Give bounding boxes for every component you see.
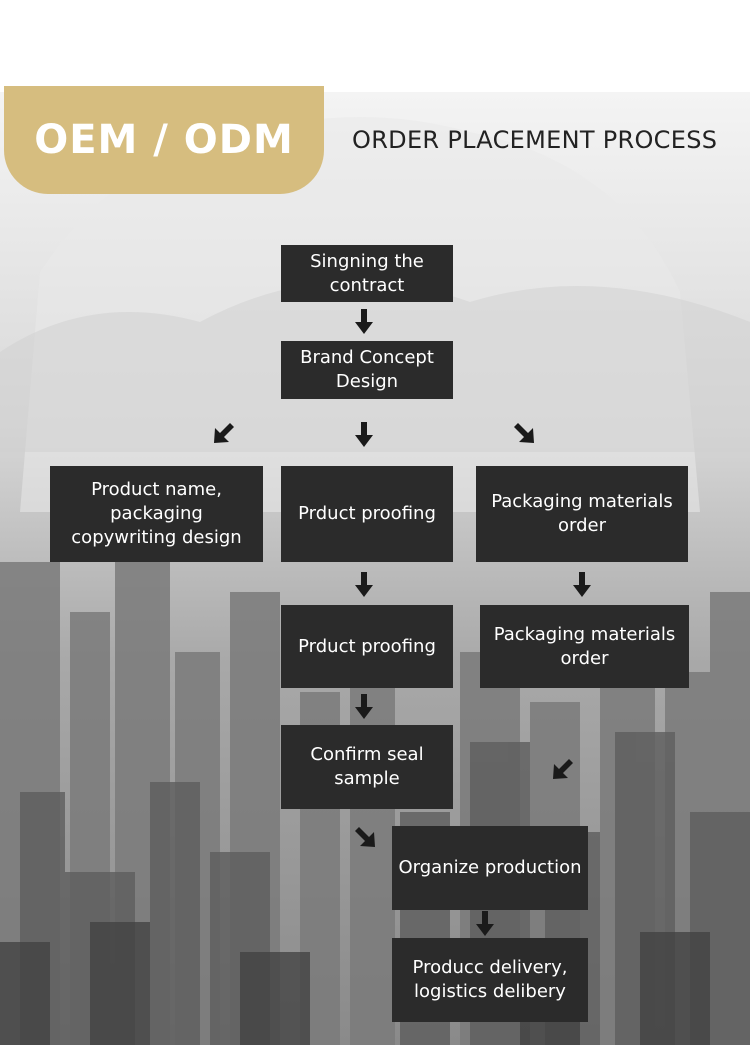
step-product-proofing-1: Prduct proofing [281, 466, 453, 562]
step-product-name-copywriting: Product name, packaging copywriting desi… [50, 466, 263, 562]
arrow-down-icon [355, 309, 373, 334]
arrow-down-icon [355, 422, 373, 447]
arrow-down-icon [355, 572, 373, 597]
step-product-delivery: Producc delivery, logistics delibery [392, 938, 588, 1022]
badge-label: OEM / ODM [34, 117, 294, 163]
arrow-down-icon [573, 572, 591, 597]
oem-odm-badge: OEM / ODM [4, 86, 324, 194]
step-organize-production: Organize production [392, 826, 588, 910]
arrow-down-left-icon [214, 423, 234, 443]
step-packaging-order-2: Packaging materials order [480, 605, 689, 688]
arrow-down-right-icon [355, 827, 375, 847]
step-brand-concept-design: Brand Concept Design [281, 341, 453, 399]
page-title: ORDER PLACEMENT PROCESS [352, 126, 718, 154]
arrow-down-left-icon [553, 759, 573, 779]
arrow-down-right-icon [514, 423, 534, 443]
background-cityscape [0, 92, 750, 1045]
arrow-down-icon [355, 694, 373, 719]
step-confirm-seal-sample: Confirm seal sample [281, 725, 453, 809]
step-signing-contract: Singning the contract [281, 245, 453, 302]
arrow-down-icon [476, 911, 494, 936]
step-product-proofing-2: Prduct proofing [281, 605, 453, 688]
step-packaging-order-1: Packaging materials order [476, 466, 688, 562]
